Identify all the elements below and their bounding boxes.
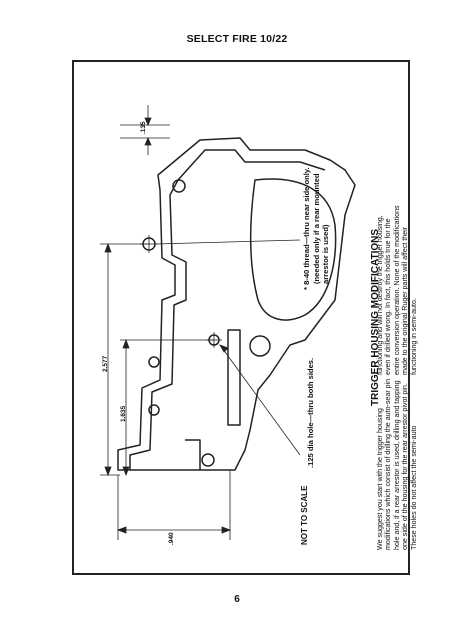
thread-note-line3: arrestor is used)	[321, 224, 330, 284]
trigger-guard-opening	[249, 178, 337, 321]
page-header: SELECT FIRE 10/22	[186, 33, 288, 45]
paragraph-right: functioning and will not destroy the tri…	[376, 205, 418, 375]
thread-note-line2: (needed only if a rear mounted	[311, 173, 321, 284]
paragraph-left: We suggest you start with the trigger ho…	[376, 378, 418, 550]
dimension-label-135: .135	[140, 121, 147, 134]
content-frame	[72, 60, 410, 575]
pin-hole-top	[172, 179, 186, 193]
housing-inner-outline	[129, 149, 326, 470]
pin-hole-low	[148, 404, 160, 416]
dimension-label-940: .940	[168, 532, 175, 545]
housing-slot	[227, 329, 241, 426]
not-to-scale-label: NOT TO SCALE	[300, 485, 309, 545]
hole-note: .125 dia hole—thru both sides.	[306, 357, 315, 468]
page-number: 6	[234, 594, 240, 605]
housing-outline	[117, 137, 356, 471]
pin-hole-bottom	[201, 453, 215, 467]
dimension-label-2577: 2.577	[102, 355, 109, 372]
dimension-label-1635: 1.635	[120, 405, 127, 422]
thread-note: * 8-40 thread—thru near side only. (need…	[302, 167, 331, 290]
pin-hole-right	[249, 335, 271, 357]
thread-note-line1: * 8-40 thread—thru near side only.	[302, 167, 311, 290]
pin-hole-mid	[148, 356, 160, 368]
